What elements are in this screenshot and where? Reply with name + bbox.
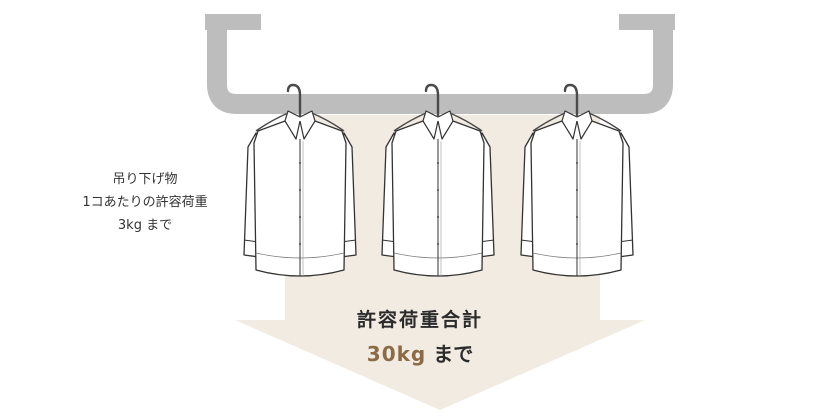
per-item-line-3: 3kg まで [117, 218, 173, 233]
per-item-line-2: 1コあたりの許容荷重 [82, 195, 208, 210]
total-load-title: 許容荷重合計 [356, 309, 483, 331]
total-load-suffix: まで [426, 342, 474, 366]
total-load-value-line: 30kg まで [320, 338, 520, 367]
total-load-value: 30kg [366, 342, 427, 366]
per-item-load-label: 吊り下げ物 1コあたりの許容荷重 3kg まで [40, 168, 250, 237]
total-load-label: 許容荷重合計 30kg まで [320, 305, 520, 367]
per-item-line-1: 吊り下げ物 [112, 172, 178, 187]
ceiling-rail-icon [205, 14, 675, 114]
